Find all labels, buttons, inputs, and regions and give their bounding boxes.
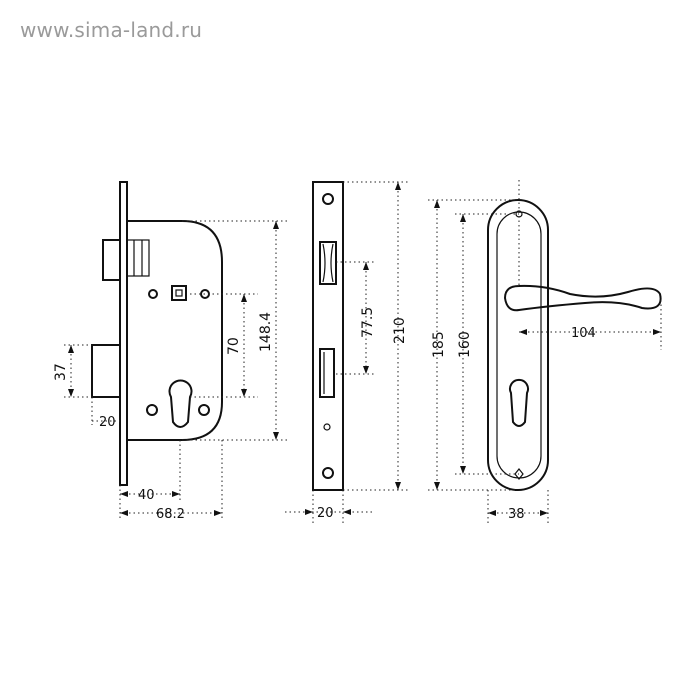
dim-plate-center: 77.5 (360, 307, 376, 338)
screw-hole (323, 423, 331, 431)
screw-hole (148, 289, 158, 299)
handle-drawing: 185 160 104 38 (428, 180, 662, 525)
screw-hole (322, 193, 334, 205)
strike-slot-upper (319, 241, 337, 285)
screw-hole (146, 404, 158, 416)
strike-slot-lower (319, 348, 335, 398)
dim-latch-depth: 20 (99, 415, 116, 430)
latch-bolt (91, 344, 121, 398)
screw-hole (514, 468, 524, 480)
lock-body-outline (127, 220, 223, 441)
handle-keyhole (509, 378, 529, 427)
dim-latch-height: 37 (53, 363, 69, 381)
dim-plate-height: 210 (392, 317, 408, 344)
lock-faceplate (119, 181, 128, 486)
dim-lock-total: 68.2 (156, 507, 185, 522)
dim-lever-length: 104 (571, 326, 596, 341)
deadbolt-inner (126, 239, 150, 277)
dim-lock-width: 40 (138, 488, 155, 503)
dim-handle-width: 38 (508, 507, 525, 522)
spindle-square (171, 285, 187, 301)
strike-plate-drawing: 77.5 210 20 (285, 181, 410, 525)
dim-body-height: 148.4 (258, 312, 274, 352)
strike-plate-outline (312, 181, 344, 491)
cylinder-keyhole (168, 379, 193, 428)
screw-hole (198, 404, 210, 416)
mortise-lock-drawing: 148.4 70 37 20 40 68.2 (53, 181, 290, 522)
watermark: www.sima-land.ru (20, 18, 203, 42)
handle-plate-outer (487, 199, 549, 491)
dim-center-distance: 70 (226, 337, 242, 355)
screw-hole (322, 467, 334, 479)
dim-plate-width: 20 (317, 506, 334, 521)
handle-plate-inner (496, 211, 542, 479)
deadbolt (102, 239, 121, 281)
dim-handle-screw: 160 (457, 331, 473, 358)
dim-handle-total: 185 (431, 331, 447, 358)
lever (503, 284, 662, 312)
